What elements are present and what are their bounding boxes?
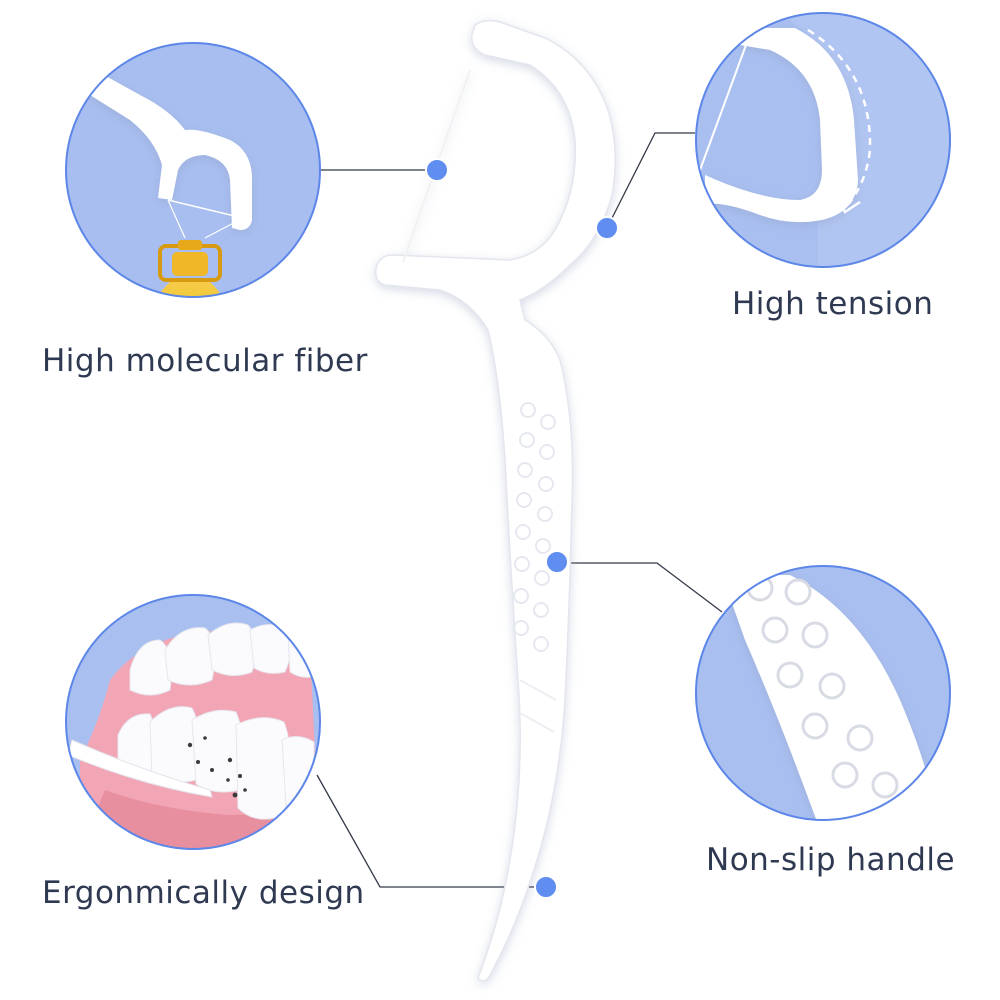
connector-br — [558, 562, 723, 613]
label-ergonomic-design: Ergonmically design — [42, 875, 365, 911]
label-non-slip-handle: Non-slip handle — [706, 842, 956, 878]
label-high-molecular-fiber: High molecular fiber — [42, 343, 368, 379]
pick-arm-detail — [705, 28, 858, 223]
connector-bl — [316, 774, 546, 888]
connector-tr — [606, 132, 695, 229]
floss-pick-icon — [374, 19, 616, 982]
callout-dots — [425, 158, 619, 899]
circle-high-molecular-fiber — [65, 42, 321, 298]
circle-ergonomic-design — [65, 594, 321, 850]
handle-detail — [722, 575, 940, 820]
dot-tension — [595, 216, 619, 240]
floss-pick-detail — [90, 70, 252, 230]
connector-lines — [316, 132, 723, 888]
circle-non-slip-handle — [695, 565, 951, 821]
dot-tip — [534, 875, 558, 899]
label-high-tension: High tension — [732, 286, 934, 322]
dot-handle — [545, 550, 569, 574]
dot-fiber — [425, 158, 449, 182]
circle-high-tension — [695, 12, 951, 268]
